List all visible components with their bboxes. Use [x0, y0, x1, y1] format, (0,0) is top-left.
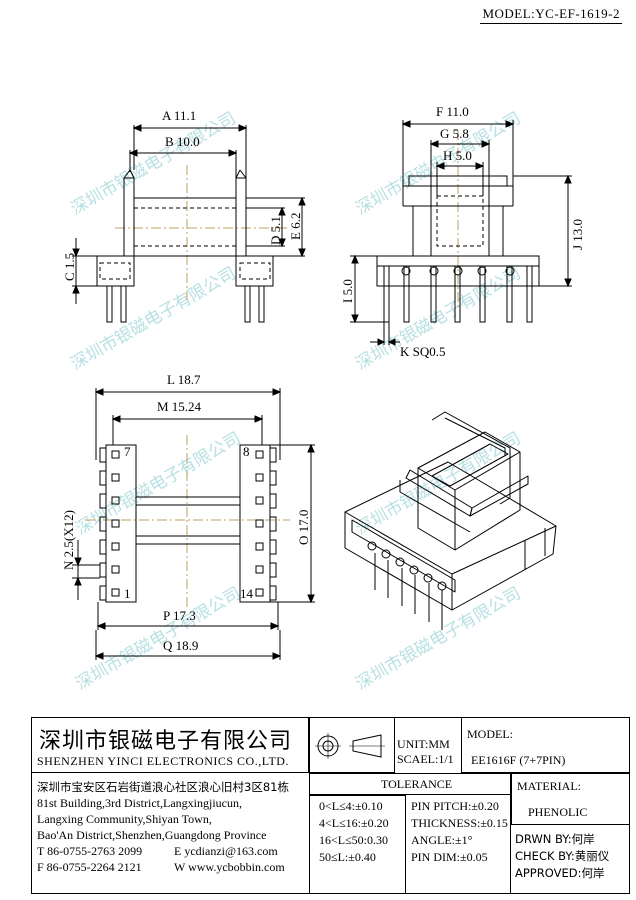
- pin-tab: [269, 562, 277, 578]
- dim-k: K SQ0.5: [400, 344, 446, 359]
- watermark-layer: 深圳市银磁电子有限公司 深圳市银磁电子有限公司 深圳市银磁电子有限公司 深圳市银…: [68, 109, 525, 695]
- dim-h: H 5.0: [443, 148, 472, 163]
- pin-tab: [269, 447, 277, 463]
- tolerance-range-4: 50≤L:±0.40: [319, 850, 376, 864]
- pin-tab: [269, 585, 277, 601]
- drawn-by: DRWN BY:何岸: [515, 832, 595, 846]
- pin-tab: [99, 447, 107, 463]
- dim-l: L 18.7: [167, 372, 201, 387]
- tolerance-angle: ANGLE:±1°: [411, 833, 473, 847]
- pin-tab: [99, 516, 107, 532]
- tolerance-thickness: THICKNESS:±0.15: [411, 816, 508, 830]
- telephone: T 86-0755-2763 2099: [37, 844, 143, 858]
- material-label: MATERIAL:: [517, 779, 581, 793]
- tolerance-pin-dim: PIN DIM:±0.05: [411, 850, 488, 864]
- pin-square: [111, 588, 120, 597]
- model-value: EE1616F (7+7PIN): [471, 753, 566, 767]
- dim-b: B 10.0: [165, 134, 200, 149]
- model-box: [461, 717, 630, 773]
- pin-label-1: 1: [124, 586, 131, 601]
- side-view: [350, 120, 572, 346]
- address-en-line2: Langxing Community,Shiyan Town,: [37, 812, 212, 826]
- tolerance-pin-pitch: PIN PITCH:±0.20: [411, 799, 499, 813]
- tolerance-range-3: 16<L≤50:0.30: [319, 833, 389, 847]
- watermark-text: 深圳市银磁电子有限公司: [68, 109, 240, 220]
- scale-label: SCAEL:1/1: [397, 752, 454, 766]
- pin-square: [111, 450, 120, 459]
- fax: F 86-0755-2264 2121: [37, 860, 142, 874]
- pin-square: [111, 473, 120, 482]
- dim-d: D 5.1: [268, 216, 283, 245]
- website: W www.ycbobbin.com: [174, 860, 285, 874]
- tolerance-title: TOLERANCE: [381, 777, 453, 791]
- pin-square: [255, 450, 264, 459]
- pin-label-8: 8: [243, 444, 250, 459]
- material-box: [511, 773, 630, 825]
- bottom-view: [72, 388, 315, 660]
- pin-tab: [99, 470, 107, 486]
- isometric-view: [344, 411, 557, 630]
- projection-symbol-icon: [315, 733, 385, 759]
- pin-square: [255, 565, 264, 574]
- pin-tab: [269, 470, 277, 486]
- pin-tab: [99, 585, 107, 601]
- address-cn: 深圳市宝安区石岩街道浪心社区浪心旧村3区81栋: [37, 780, 289, 794]
- watermark-text: 深圳市银磁电子有限公司: [68, 264, 240, 375]
- dim-j: J 13.0: [570, 219, 585, 250]
- dim-e: E 6.2: [288, 213, 303, 240]
- address-en-line3: Bao'An District,Shenzhen,Guangdong Provi…: [37, 828, 267, 842]
- dim-o: O 17.0: [296, 510, 311, 545]
- dim-i: I 5.0: [340, 279, 355, 303]
- material-value: PHENOLIC: [528, 805, 588, 819]
- watermark-text: 深圳市银磁电子有限公司: [73, 429, 245, 540]
- pin-tab: [99, 539, 107, 555]
- tolerance-header: [309, 773, 511, 795]
- pin-square: [255, 473, 264, 482]
- dim-f: F 11.0: [436, 104, 469, 119]
- pin-tab: [269, 493, 277, 509]
- pin-square: [255, 519, 264, 528]
- tolerance-range-1: 0<L≤4:±0.10: [319, 799, 383, 813]
- pin-square: [255, 542, 264, 551]
- dim-p: P 17.3: [163, 608, 196, 623]
- projection-box: [309, 717, 395, 773]
- pin-tab: [99, 562, 107, 578]
- pin-square: [111, 496, 120, 505]
- pin-square: [255, 588, 264, 597]
- unit-label: UNIT:MM: [397, 737, 450, 751]
- pin-tab: [269, 539, 277, 555]
- email: E ycdianzi@163.com: [174, 844, 278, 858]
- watermark-text: 深圳市银磁电子有限公司: [353, 584, 525, 695]
- watermark-text: 深圳市银磁电子有限公司: [73, 584, 245, 695]
- dim-n: N 2.5(X12): [61, 510, 76, 570]
- approved-by: APPROVED:何岸: [515, 866, 605, 880]
- tolerance-range-2: 4<L≤16:±0.20: [319, 816, 389, 830]
- pin-square: [111, 519, 120, 528]
- pin-label-14: 14: [240, 586, 254, 601]
- technical-drawing: 深圳市银磁电子有限公司 深圳市银磁电子有限公司 深圳市银磁电子有限公司 深圳市银…: [61, 104, 585, 695]
- tolerance-length-col: [309, 795, 406, 894]
- pin-square: [111, 542, 120, 551]
- drawing-model-number: MODEL:YC-EF-1619-2: [480, 6, 622, 24]
- company-name-cn: 深圳市银磁电子有限公司: [39, 729, 293, 754]
- dim-a: A 11.1: [162, 108, 196, 123]
- pin-label-7: 7: [124, 444, 131, 459]
- model-label: MODEL:: [467, 727, 513, 741]
- dim-q: Q 18.9: [163, 638, 198, 653]
- check-by: CHECK BY:黄丽仪: [515, 849, 610, 863]
- dim-m: M 15.24: [157, 399, 202, 414]
- pin-tab: [99, 493, 107, 509]
- dim-c: C 1.5: [62, 253, 77, 281]
- pin-square: [111, 565, 120, 574]
- company-name-en: SHENZHEN YINCI ELECTRONICS CO.,LTD.: [37, 754, 289, 768]
- pin-square: [255, 496, 264, 505]
- title-block: 深圳市银磁电子有限公司 SHENZHEN YINCI ELECTRONICS C…: [31, 717, 630, 894]
- dim-g: G 5.8: [440, 126, 469, 141]
- company-box: [31, 717, 309, 773]
- watermark-text: 深圳市银磁电子有限公司: [353, 109, 525, 220]
- pin-tab: [269, 516, 277, 532]
- address-en-line1: 81st Building,3rd District,Langxingjiucu…: [37, 796, 242, 810]
- front-view: [72, 124, 306, 323]
